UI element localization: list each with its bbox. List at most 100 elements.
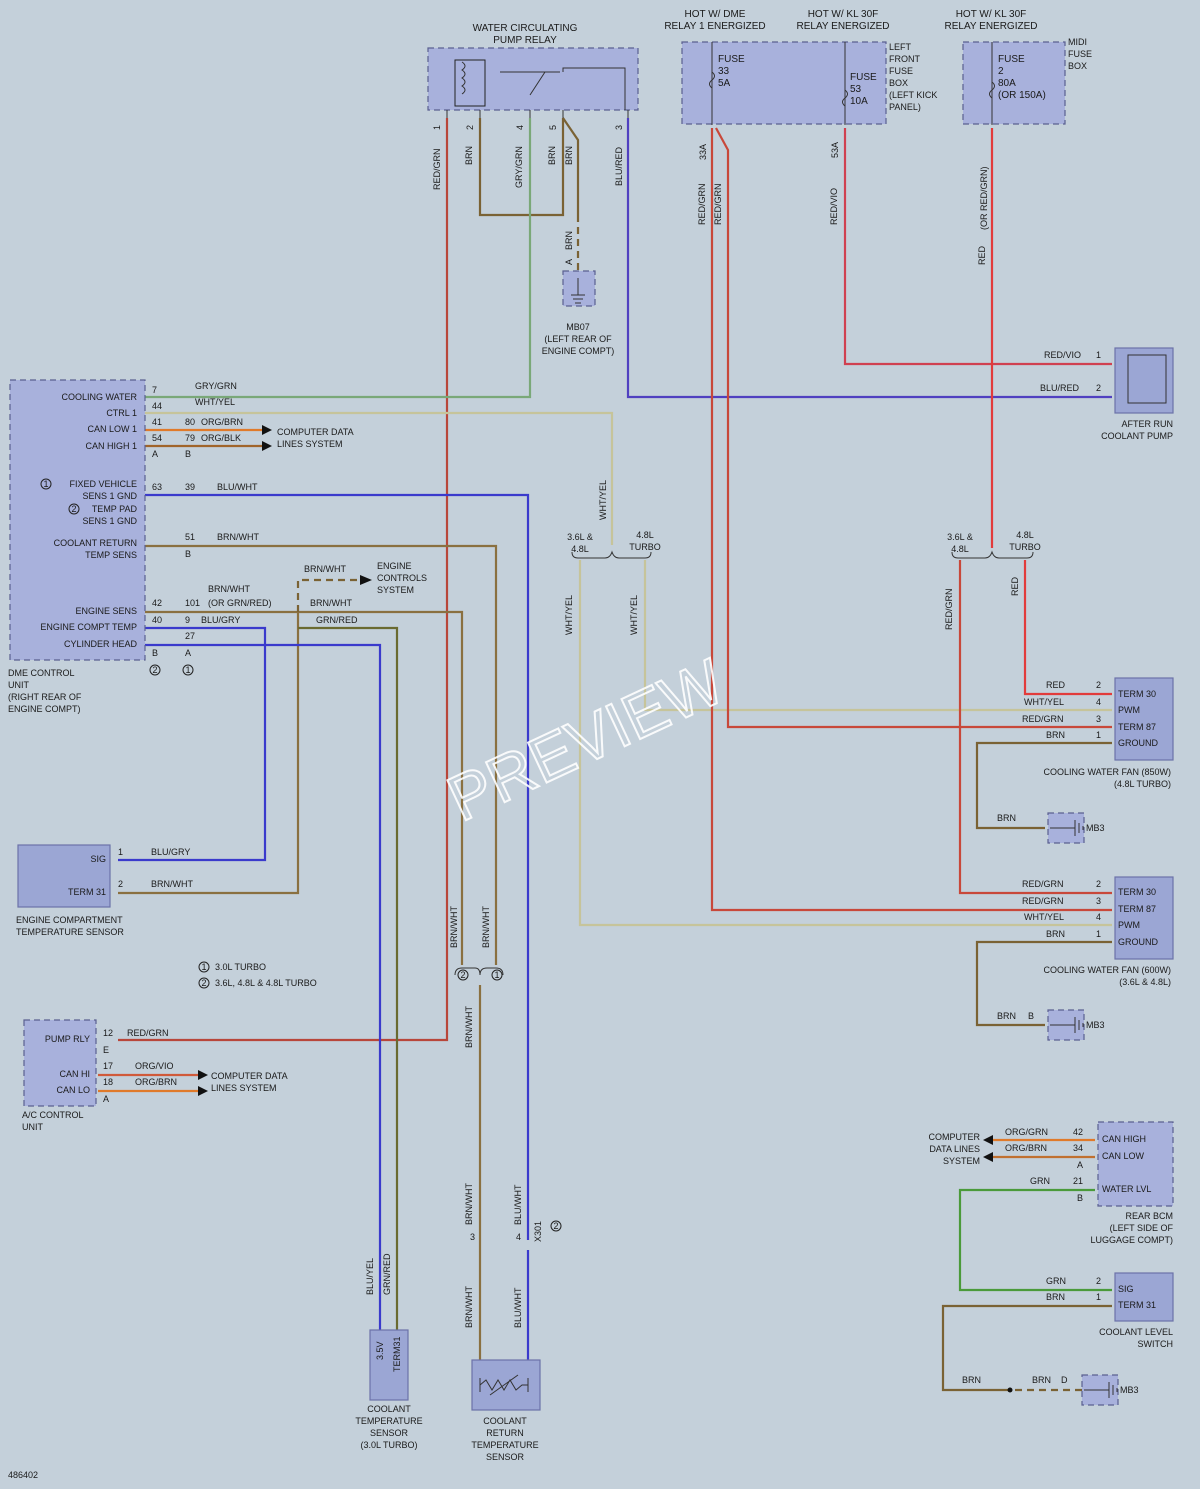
fan850-wire-red: RED [1046,680,1066,690]
split-a-r1: 4.8L [636,530,654,540]
cts-name-2: TEMPERATURE [355,1416,422,1426]
midi-l3: BOX [1068,61,1087,71]
ac-name-1: A/C CONTROL [22,1110,84,1120]
ac-pump-rly: PUMP RLY [45,1034,90,1044]
label-blu-yel: BLU/YEL [365,1258,375,1295]
hot2-line1: HOT W/ KL 30F [808,9,879,20]
fuse2-l3: 80A [998,78,1016,89]
ac-cdls-l1: COMPUTER DATA [211,1071,288,1081]
wire-grn-water-lvl [958,1188,1112,1292]
label-brn-relay-5: BRN [547,146,557,165]
label-brn-relay-2: BRN [464,146,474,165]
fan850-pin-3: 3 [1096,714,1101,724]
fuse33-l3: 5A [718,78,731,89]
pump-pin-1: 1 [1096,350,1101,360]
x301-label: X301 [533,1221,543,1242]
fan600-wire-wht-yel: WHT/YEL [1024,912,1064,922]
fuse-pin-53a: 53A [830,142,840,158]
ac-wire-org-brn: ORG/BRN [135,1077,177,1087]
bcm-wire-org-grn: ORG/GRN [1005,1127,1048,1137]
lffb-l2: FRONT [889,54,920,64]
label-or-grn-red: (OR GRN/RED) [208,598,272,608]
bcm-water-lvl: WATER LVL [1102,1184,1151,1194]
afterrun-l1: AFTER RUN [1122,419,1174,429]
arrow-ac-can-lo [198,1086,208,1096]
arrow-ecs [360,575,372,585]
mb3-label-1: MB3 [1086,823,1105,833]
rear-bcm [1097,1121,1174,1207]
label-red-vio-53a: RED/VIO [829,188,839,225]
wire-red-850 [1023,560,1112,696]
dme-conn-marker-2 [149,664,161,676]
fan850-wire-brn: BRN [1046,730,1065,740]
ground-icon-mb3-3 [1084,1382,1118,1398]
fan600-pwm: PWM [1118,920,1140,930]
pin-79: 79 [185,433,195,443]
dme-can-low1: CAN LOW 1 [87,424,137,434]
crts-name-2: RETURN [486,1428,524,1438]
wire-blu-wht-fixed-gnd [145,493,530,1240]
wire-wht-yel-36 [578,560,1112,927]
lffb-l4: BOX [889,78,908,88]
bcm-conn-a: A [1077,1160,1083,1170]
coolant-temperature-sensor [369,1329,409,1401]
fan600-pin-3: 3 [1096,896,1101,906]
bcm-pin-34: 34 [1073,1143,1083,1153]
label-grn-red-v: GRN/RED [382,1253,392,1295]
fuse2-l1: FUSE [998,54,1025,65]
wire-brn-cls-gnd [941,1304,1112,1392]
fan850-wire-wht-yel: WHT/YEL [1024,697,1064,707]
label-blu-red-pump: BLU/RED [1040,383,1080,393]
fan600-term30: TERM 30 [1118,887,1156,897]
fan850-term87: TERM 87 [1118,722,1156,732]
connector-b-2: B [185,549,191,559]
arrows [198,425,993,1162]
fan850-pwm: PWM [1118,705,1140,715]
ac-wire-org-vio: ORG/VIO [135,1061,174,1071]
wire-blu-red-pump [626,118,1112,399]
x301-marker [550,1220,562,1232]
fan600-ground: GROUND [1118,937,1158,947]
fan600-name-2: (3.6L & 4.8L) [1119,977,1171,987]
pin-63: 63 [152,482,162,492]
engine-compt-temp-sensor [17,844,111,908]
mb07-l2: (LEFT REAR OF [544,334,612,344]
label-gry-grn-relay: GRY/GRN [514,146,524,188]
pin-4-x301: 4 [516,1232,521,1242]
ects-term31: TERM 31 [68,887,106,897]
legend-item-1: 3.0L TURBO [215,962,266,972]
ac-pin-17: 17 [103,1061,113,1071]
dme-marker-1 [40,478,52,490]
pin-54: 54 [152,433,162,443]
cls-gnd-conn-d: D [1061,1375,1068,1385]
label-brn-wht-v2: BRN/WHT [481,906,491,948]
dme-sens1-gnd: SENS 1 GND [82,491,137,501]
label-red-vio-pump: RED/VIO [1044,350,1081,360]
lffb-l6: PANEL) [889,102,921,112]
mb07-l3: ENGINE COMPT) [542,346,615,356]
ac-cdls-l2: LINES SYSTEM [211,1083,277,1093]
fan600-wire-red-grn-2: RED/GRN [1022,896,1064,906]
wire-red-vio [843,128,1112,366]
dme-conn-marker-2-label: 2 [152,665,157,675]
wire-red-grn-fuse33 [710,128,1112,912]
fan600-wire-red-grn-1: RED/GRN [1022,879,1064,889]
cts-name-4: (3.0L TURBO) [360,1440,417,1450]
cts-3-5v: 3.5V [375,1341,385,1360]
label-brn-wht-v4: BRN/WHT [464,1183,474,1225]
bcm-cdls-l2: DATA LINES [929,1144,980,1154]
bcm-pin-21: 21 [1073,1176,1083,1186]
pin-9: 9 [185,615,190,625]
lffb-l5: (LEFT KICK [889,90,937,100]
ecs-l2: CONTROLS [377,573,427,583]
hot3-line1: HOT W/ KL 30F [956,9,1027,20]
wires [98,117,1112,1392]
label-red-grn-33a: RED/GRN [697,183,707,225]
ects-pin-2: 2 [118,879,123,889]
after-run-coolant-pump [1114,347,1174,414]
label-red-grn-relay: RED/GRN [432,148,442,190]
label-red-850: RED [1010,576,1020,596]
fan850-name-1: COOLING WATER FAN (850W) [1043,767,1171,777]
cdls-l2: LINES SYSTEM [277,439,343,449]
